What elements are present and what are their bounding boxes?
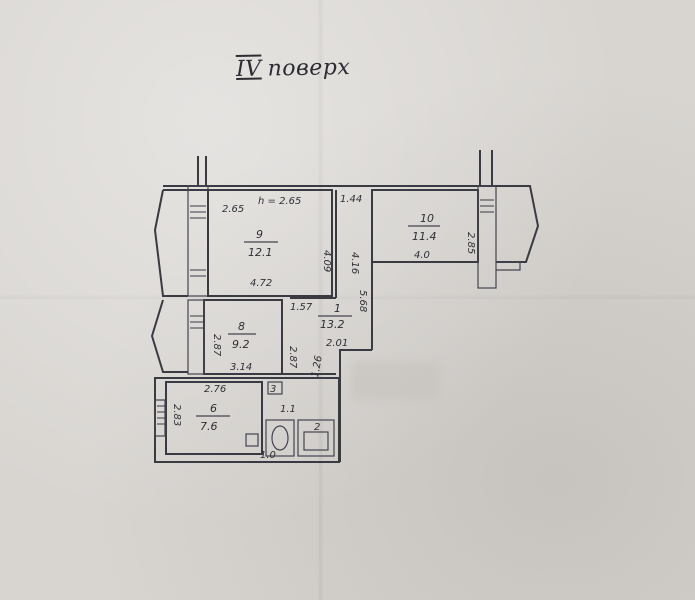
room-10-number: 10: [420, 212, 434, 225]
room-9-length: 4.72: [250, 278, 272, 289]
paper-smudge: [352, 362, 440, 400]
height-note: h = 2.65: [258, 196, 301, 207]
kitchen-length: 2.76: [204, 384, 226, 395]
bath-number: 2: [314, 422, 320, 433]
room-9-height: 2.65: [222, 204, 244, 215]
left-pier-upper: [187, 185, 209, 297]
small-dim-4: 1.1: [280, 404, 296, 415]
room-6-area: 7.6: [200, 420, 218, 433]
room-1-number: 1: [334, 302, 341, 315]
room-6-outline: [165, 381, 263, 455]
room-9-number: 9: [256, 228, 263, 241]
window-hatches: [157, 199, 494, 425]
bath-1: [265, 419, 295, 457]
duct-number: 3: [270, 384, 276, 395]
room-9-outline: [207, 189, 333, 297]
labels: 2.65 h = 2.65 1.44 9 12.1 4.72 4.09 4.16…: [171, 194, 476, 461]
toilet-icon: [271, 425, 289, 451]
room-8-number: 8: [238, 320, 245, 333]
left-pier-lower: [187, 299, 205, 375]
hall-left: [281, 300, 336, 375]
left-balcony-lower: [150, 299, 188, 373]
room-9-side: 4.09: [321, 250, 332, 272]
bath-length: 1.0: [260, 450, 276, 461]
small-dim-3: 1.26: [310, 355, 325, 379]
bathtub-icon: [303, 431, 329, 451]
room-1-side-2: 5.68: [357, 290, 368, 312]
room-10-side: 2.85: [465, 232, 476, 254]
right-balcony-base: [496, 261, 521, 271]
right-pier: [477, 185, 497, 289]
bath-2: [297, 419, 335, 457]
small-dim-2: 2.01: [326, 338, 348, 349]
room-1-area: 13.2: [320, 318, 345, 331]
small-dim-1: 1.57: [290, 302, 313, 313]
room-8-side: 2.87: [211, 334, 222, 357]
kitchen-side: 2.83: [171, 404, 182, 426]
room-10-area: 11.4: [412, 230, 437, 243]
room-8-side-2: 2.87: [287, 346, 298, 369]
right-balcony: [496, 185, 540, 263]
room-10-length: 4.0: [414, 250, 430, 261]
room-8-area: 9.2: [232, 338, 250, 351]
room-6-number: 6: [210, 402, 217, 415]
sink-icon: [245, 433, 259, 447]
room-9-area: 12.1: [248, 246, 273, 259]
left-balcony-upper: [153, 189, 188, 297]
corridor-width: 1.44: [340, 194, 362, 205]
room-8-length: 3.14: [230, 362, 252, 373]
duct: [267, 381, 283, 395]
walls: [150, 150, 540, 463]
room-1-side: 4.16: [349, 252, 360, 274]
